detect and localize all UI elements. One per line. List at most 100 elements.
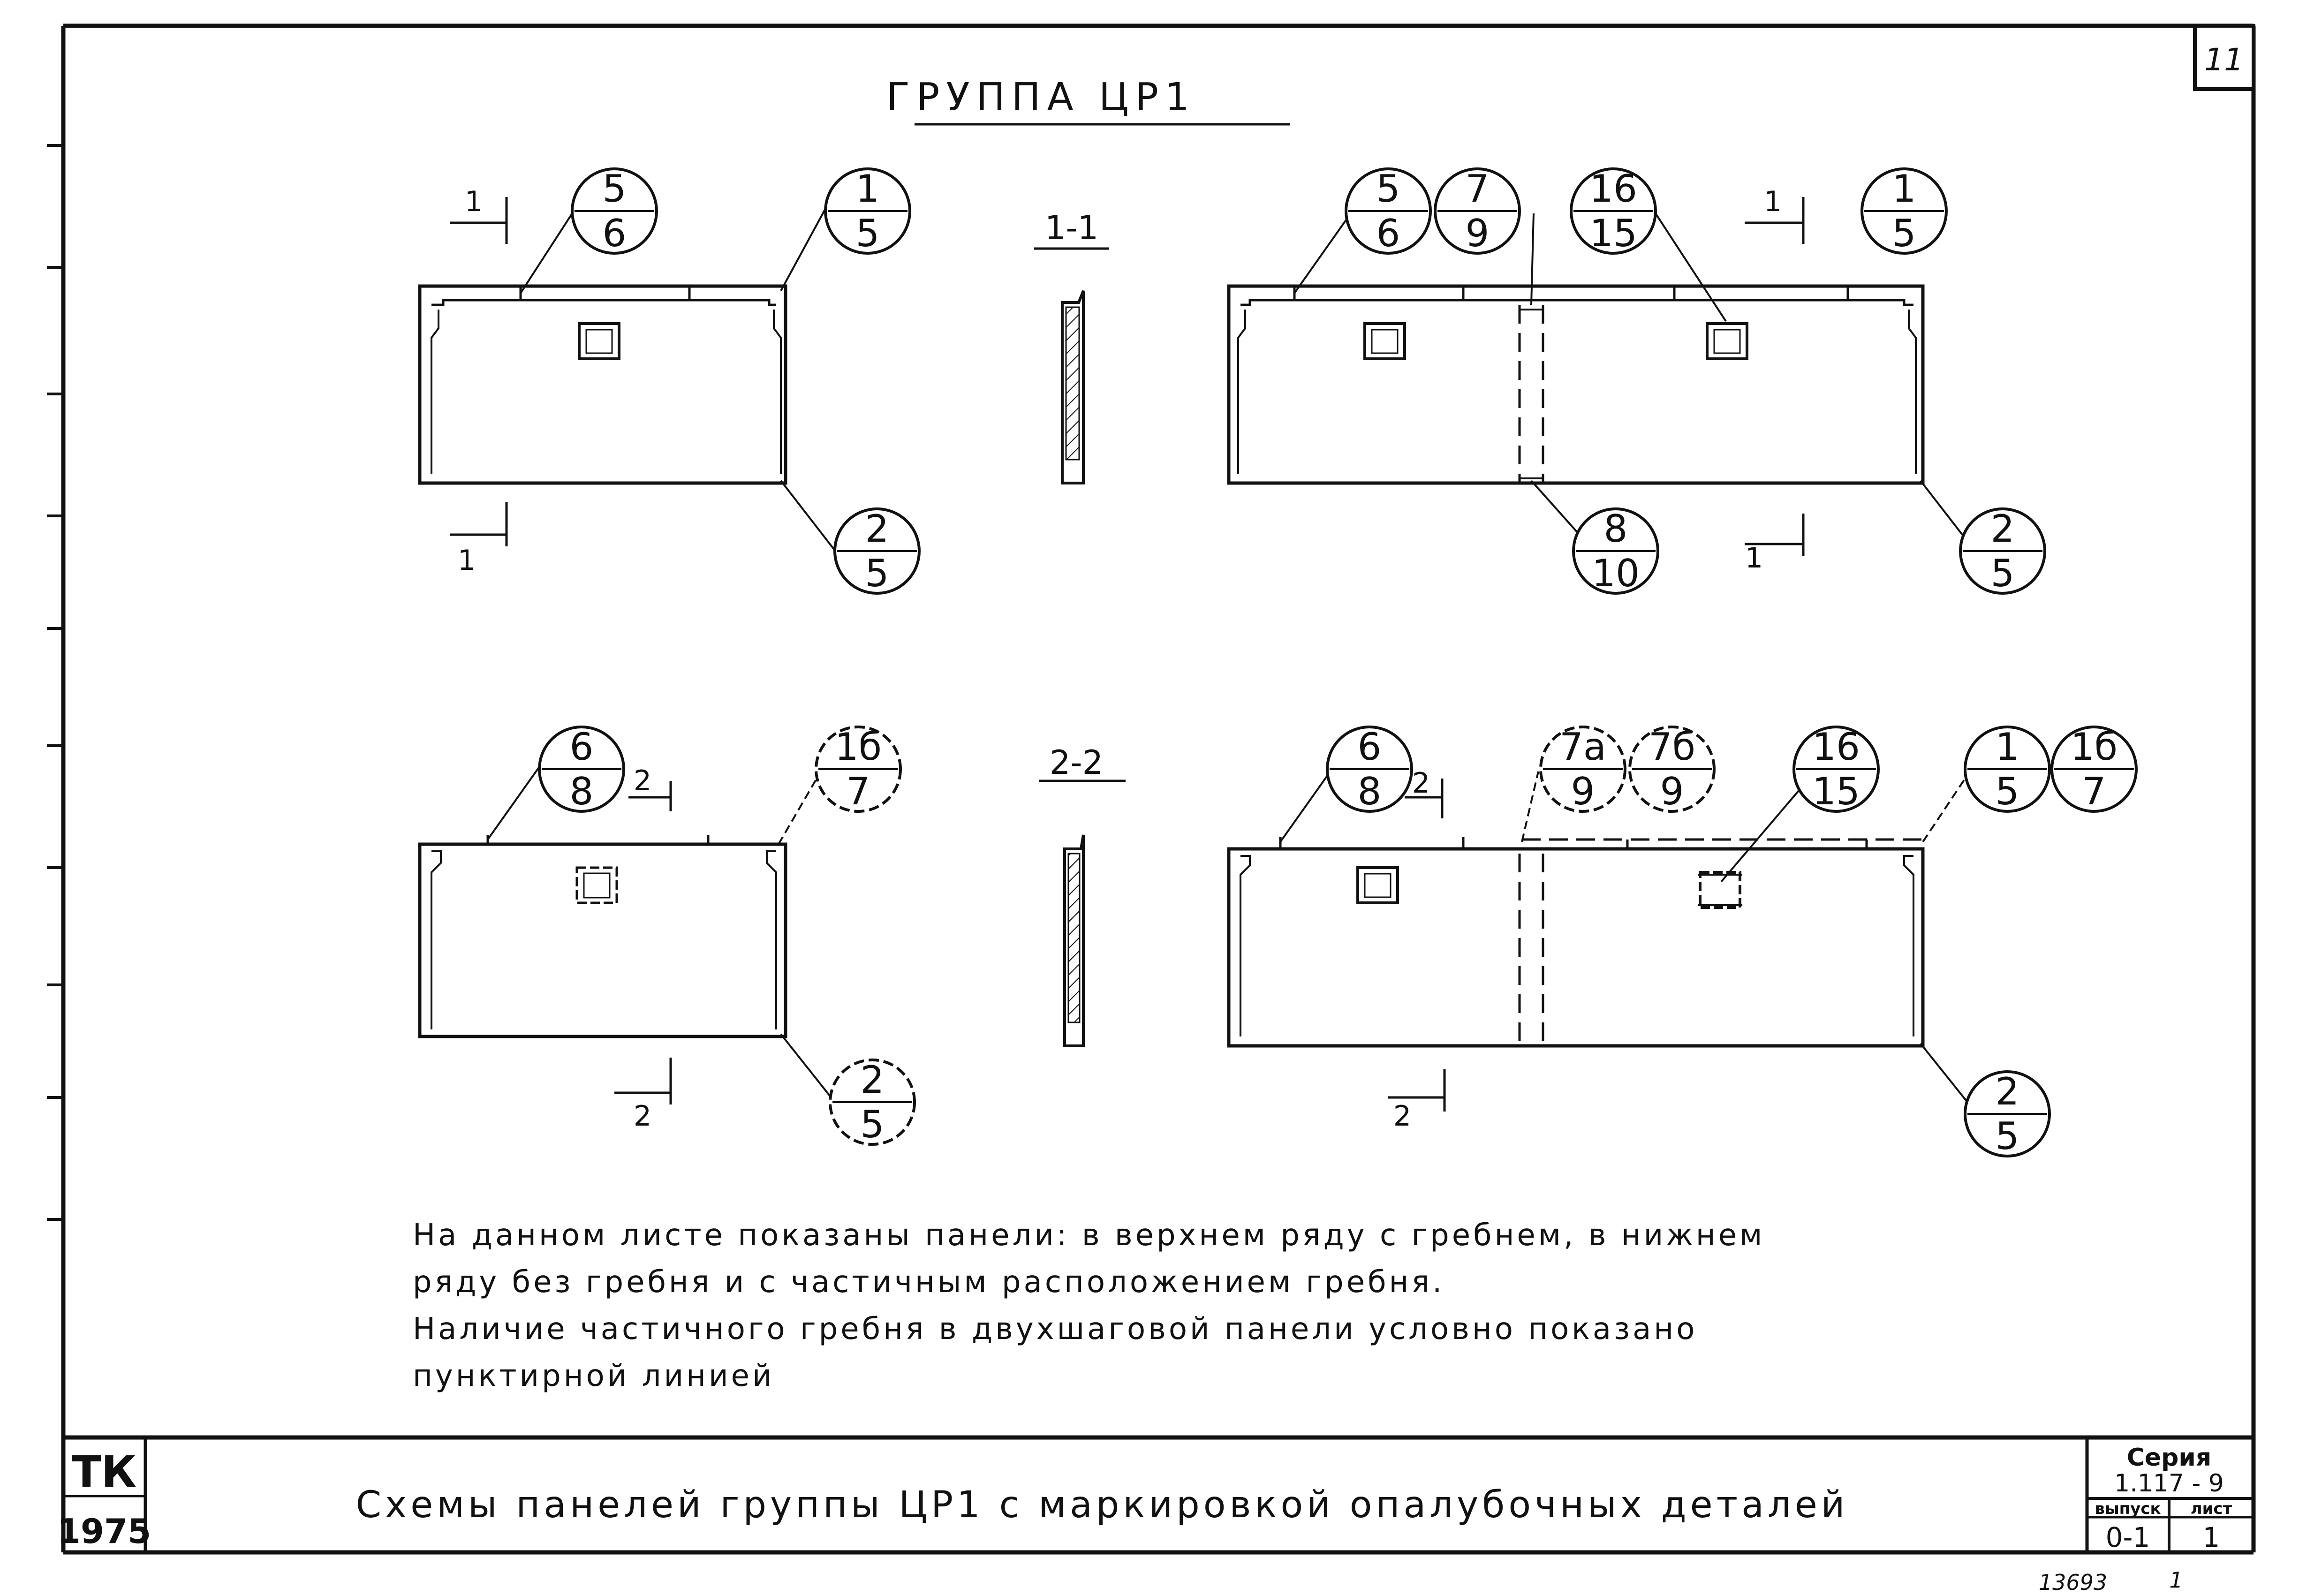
svg-text:8: 8 [1604, 507, 1628, 551]
svg-text:1: 1 [856, 167, 880, 211]
svg-text:2: 2 [634, 764, 651, 797]
callout-marker: 6 8 [1326, 725, 1413, 813]
tk-label: ТК [72, 1447, 136, 1497]
callout-marker: 16 15 [1792, 725, 1880, 813]
svg-text:7: 7 [1466, 167, 1490, 211]
section-cut-2-top-right: 2 [1405, 767, 1444, 818]
callout-marker: 2 5 [833, 507, 921, 595]
archive-sheet: 1 [2169, 1567, 2183, 1593]
svg-text:7: 7 [2082, 770, 2106, 813]
section-2-2: 2-2 [1039, 743, 1126, 1047]
callout-marker: 16 15 [1570, 167, 1657, 255]
series-label: Серия [2127, 1444, 2211, 1472]
year-label: 1975 [57, 1512, 151, 1551]
svg-text:2: 2 [1996, 1070, 2019, 1113]
note-line: На данном листе показаны панели: в верхн… [413, 1218, 1765, 1253]
svg-text:6: 6 [570, 725, 594, 769]
svg-text:5: 5 [1376, 167, 1400, 211]
svg-text:6: 6 [1376, 212, 1400, 255]
panel-top-right: 1 1 5 6 7 9 16 15 1 5 [1227, 167, 2046, 595]
svg-text:1: 1 [465, 185, 483, 218]
opening-frame [1356, 866, 1399, 904]
callout-marker: 7 9 [1434, 167, 1521, 255]
svg-text:9: 9 [1571, 770, 1595, 813]
svg-text:9: 9 [1466, 212, 1490, 255]
svg-text:5: 5 [856, 212, 880, 255]
svg-text:15: 15 [1812, 770, 1860, 813]
callout-marker: 1 5 [1964, 725, 2051, 813]
opening-frame [578, 322, 620, 360]
callout-marker: 8 10 [1572, 507, 1659, 595]
opening-frame [1363, 322, 1406, 360]
svg-text:5: 5 [1892, 212, 1916, 255]
svg-text:2: 2 [1991, 507, 2015, 551]
svg-text:8: 8 [1358, 770, 1382, 813]
svg-text:2: 2 [861, 1058, 885, 1102]
section-cut-1-top-right: 1 [1745, 185, 1805, 244]
sheet-number: 11 [2204, 42, 2244, 78]
sheet-label: лист [2191, 1499, 2232, 1518]
sheet-value: 1 [2203, 1521, 2220, 1553]
svg-text:1б: 1б [2071, 725, 2118, 769]
svg-text:9: 9 [1660, 770, 1684, 813]
svg-text:7а: 7а [1559, 725, 1606, 769]
svg-text:1: 1 [458, 544, 476, 577]
svg-text:5: 5 [861, 1103, 885, 1146]
issue-value: 0-1 [2106, 1521, 2150, 1553]
callout-marker: 2 5 [829, 1058, 916, 1146]
svg-text:2: 2 [634, 1100, 651, 1133]
panel-bottom-left: 2 2 6 8 1б 7 2 5 [418, 725, 916, 1146]
callout-marker: 6 8 [538, 725, 625, 813]
panel-bottom-right: 2 2 6 8 7а 9 7б 9 16 [1227, 725, 2138, 1158]
svg-text:5: 5 [603, 167, 627, 211]
callout-marker: 7а 9 [1539, 725, 1626, 813]
svg-text:1: 1 [1764, 185, 1782, 218]
section-label: 1-1 [1045, 209, 1098, 247]
opening-frame [575, 866, 618, 904]
callout-marker: 5 6 [1345, 167, 1432, 255]
section-cut-1-bottom-right: 1 [1745, 514, 1805, 575]
svg-text:5: 5 [865, 552, 889, 595]
svg-text:5: 5 [1996, 1114, 2019, 1158]
section-cut-2-bottom-right: 2 [1388, 1069, 1446, 1133]
callout-marker: 1б 7 [2050, 725, 2138, 813]
callout-marker: 2 5 [1959, 507, 2046, 595]
page-title: ГРУППА ЦР1 [886, 75, 1196, 120]
callout-marker: 7б 9 [1628, 725, 1716, 813]
svg-text:1б: 1б [835, 725, 882, 769]
series-value: 1.117 - 9 [2114, 1469, 2224, 1498]
callout-marker: 1 5 [1860, 167, 1948, 255]
panel-top-left: 1 1 5 6 1 5 2 5 [418, 167, 921, 595]
svg-text:7б: 7б [1649, 725, 1695, 769]
svg-text:6: 6 [603, 212, 627, 255]
section-cut-1-bottom: 1 [450, 502, 508, 577]
callout-marker: 5 6 [571, 167, 658, 255]
svg-text:7: 7 [847, 770, 870, 813]
notes-block: На данном листе показаны панели: в верхн… [413, 1218, 1765, 1393]
sheet-number-box: 11 [2193, 24, 2255, 91]
svg-text:2: 2 [1412, 767, 1430, 800]
svg-text:1: 1 [1996, 725, 2019, 769]
issue-label: выпуск [2095, 1499, 2161, 1518]
svg-text:8: 8 [570, 770, 594, 813]
group-title: ГРУППА ЦР1 [886, 75, 1290, 126]
svg-text:16: 16 [1812, 725, 1860, 769]
svg-text:16: 16 [1589, 167, 1637, 211]
svg-text:1: 1 [1745, 542, 1763, 575]
note-line: Наличие частичного гребня в двухшаговой … [413, 1312, 1697, 1346]
callout-marker: 1б 7 [815, 725, 902, 813]
opening-frame [1699, 871, 1741, 909]
title-block: ТК 1975 Схемы панелей группы ЦР1 с марки… [57, 1435, 2254, 1553]
svg-text:6: 6 [1358, 725, 1382, 769]
sheet-frame [47, 23, 2256, 1555]
opening-frame [1706, 322, 1748, 360]
note-line: ряду без гребня и с частичным расположен… [413, 1265, 1444, 1300]
section-cut-1-top: 1 [450, 185, 508, 244]
drawing-title: Схемы панелей группы ЦР1 с маркировкой о… [356, 1484, 1849, 1526]
svg-text:5: 5 [1991, 552, 2015, 595]
section-label: 2-2 [1050, 743, 1103, 782]
section-1-1: 1-1 [1034, 209, 1109, 484]
callout-marker: 1 5 [824, 167, 911, 255]
note-line: пунктирной линией [413, 1359, 775, 1393]
